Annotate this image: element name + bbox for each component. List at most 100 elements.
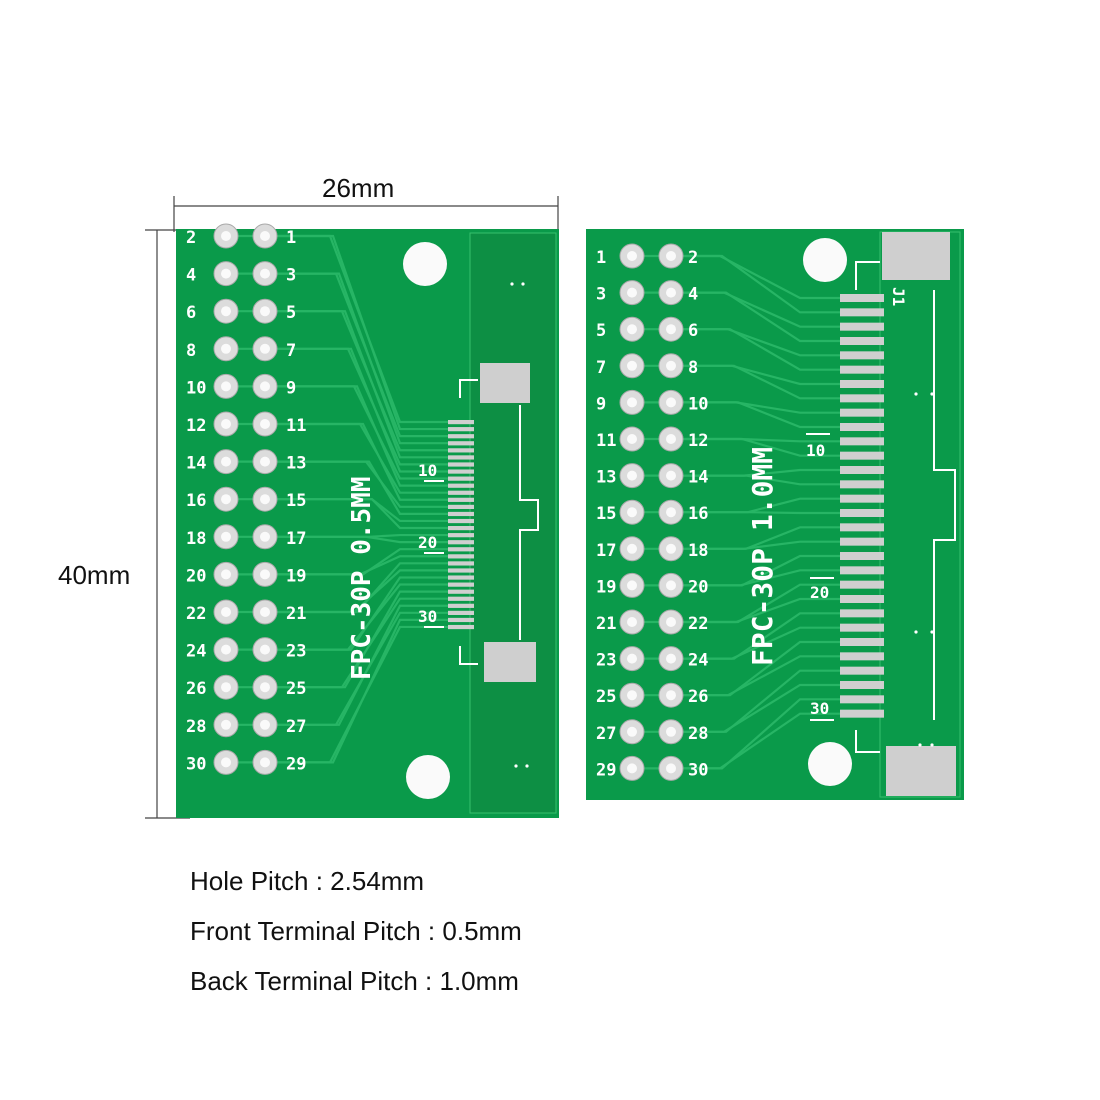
pin-label: 30 [688,760,708,780]
fpc-contact [840,652,884,661]
through-hole [619,572,645,598]
fpc-contact [448,476,474,481]
through-hole [619,609,645,635]
pin-label: 12 [186,416,206,436]
pcb-trace [683,401,840,429]
pin-label: 23 [286,642,306,662]
pin-label: 25 [286,679,306,699]
through-hole [213,298,239,324]
pin-label: 9 [596,394,606,414]
spec-back-terminal-pitch: Back Terminal Pitch : 1.0mm [190,966,519,996]
through-hole [213,336,239,362]
through-hole [213,486,239,512]
through-hole [252,599,278,625]
through-hole [658,646,684,672]
marker-20: 20 [418,533,437,552]
pin-label: 3 [286,266,296,286]
fpc-contact [448,540,474,545]
fpc-contact [840,437,884,446]
fpc-contact [840,681,884,689]
pin-label: 17 [286,529,306,549]
pin-label: 13 [596,468,616,488]
pin-label: 26 [186,679,206,699]
fpc-contact [840,365,884,374]
fpc-contact [840,552,884,560]
fpc-contact [448,568,474,573]
fpc-contacts-0-5mm [448,420,474,630]
fpc-contact [840,408,884,417]
through-hole [658,316,684,342]
pin-label: 2 [688,248,698,268]
width-dimension-label: 26mm [322,173,395,203]
pin-label: 20 [688,577,708,597]
pcb-trace [238,234,448,431]
through-hole-array-right [619,243,684,781]
connector-anchor-pad-bottom-right [886,746,956,796]
pin-label: 19 [286,566,306,586]
pin-label: 27 [286,717,306,737]
pcb-trace [238,310,448,459]
through-hole [213,712,239,738]
pcb-trace [238,385,448,487]
pin-label: 12 [688,431,708,451]
fpc-contact [448,483,474,488]
marker-10-right: 10 [806,441,825,460]
pin-label: 21 [596,614,616,634]
fpc-contact [448,582,474,587]
connector-ref-label: J1 [889,287,908,306]
fpc-contact [840,480,884,489]
pcb-trace [238,569,448,614]
through-hole [619,463,645,489]
mounting-hole-bottom-right [808,742,852,786]
pcb-trace [683,474,840,486]
fpc-contact [840,566,884,575]
pin-label: 17 [596,541,616,561]
through-hole [252,674,278,700]
marker-30-right: 30 [810,699,829,718]
fpc-contact [448,526,474,531]
mounting-hole-top [403,242,447,286]
through-hole [658,243,684,269]
through-hole [252,411,278,437]
through-hole [252,336,278,362]
contact-marker-labels-left: 10 20 30 [418,461,444,628]
marker-20-right: 20 [810,583,829,602]
through-hole [658,353,684,379]
through-hole [213,674,239,700]
through-hole [658,719,684,745]
pcb-trace [683,626,840,660]
through-hole [252,561,278,587]
through-hole [213,524,239,550]
through-hole [619,280,645,306]
through-hole [619,353,645,379]
pcb-trace [238,597,448,689]
fpc-contact [840,294,884,302]
pcb-trace [238,498,448,530]
pin-label: 30 [186,754,206,774]
pin-label: 13 [286,454,306,474]
through-hole [213,411,239,437]
width-dimension-line [173,196,559,232]
through-hole [658,499,684,525]
pcb-trace [683,540,840,550]
fpc-contact [448,575,474,580]
through-hole [619,426,645,452]
through-hole [252,298,278,324]
through-hole [213,373,239,399]
pcb-trace [683,511,840,515]
through-hole [213,261,239,287]
pin-label: 21 [286,604,306,624]
fpc-contact [840,322,884,331]
pin-label: 29 [596,760,616,780]
fpc-contact [448,420,474,425]
fpc-contact [448,469,474,474]
pin-label: 1 [286,228,296,248]
connector-anchor-pad-top [480,363,530,403]
fpc-contact [448,455,474,460]
pin-label: 4 [688,285,698,305]
pcb-trace [238,460,448,515]
fpc-contact [448,624,474,630]
fpc-contact [448,441,474,446]
